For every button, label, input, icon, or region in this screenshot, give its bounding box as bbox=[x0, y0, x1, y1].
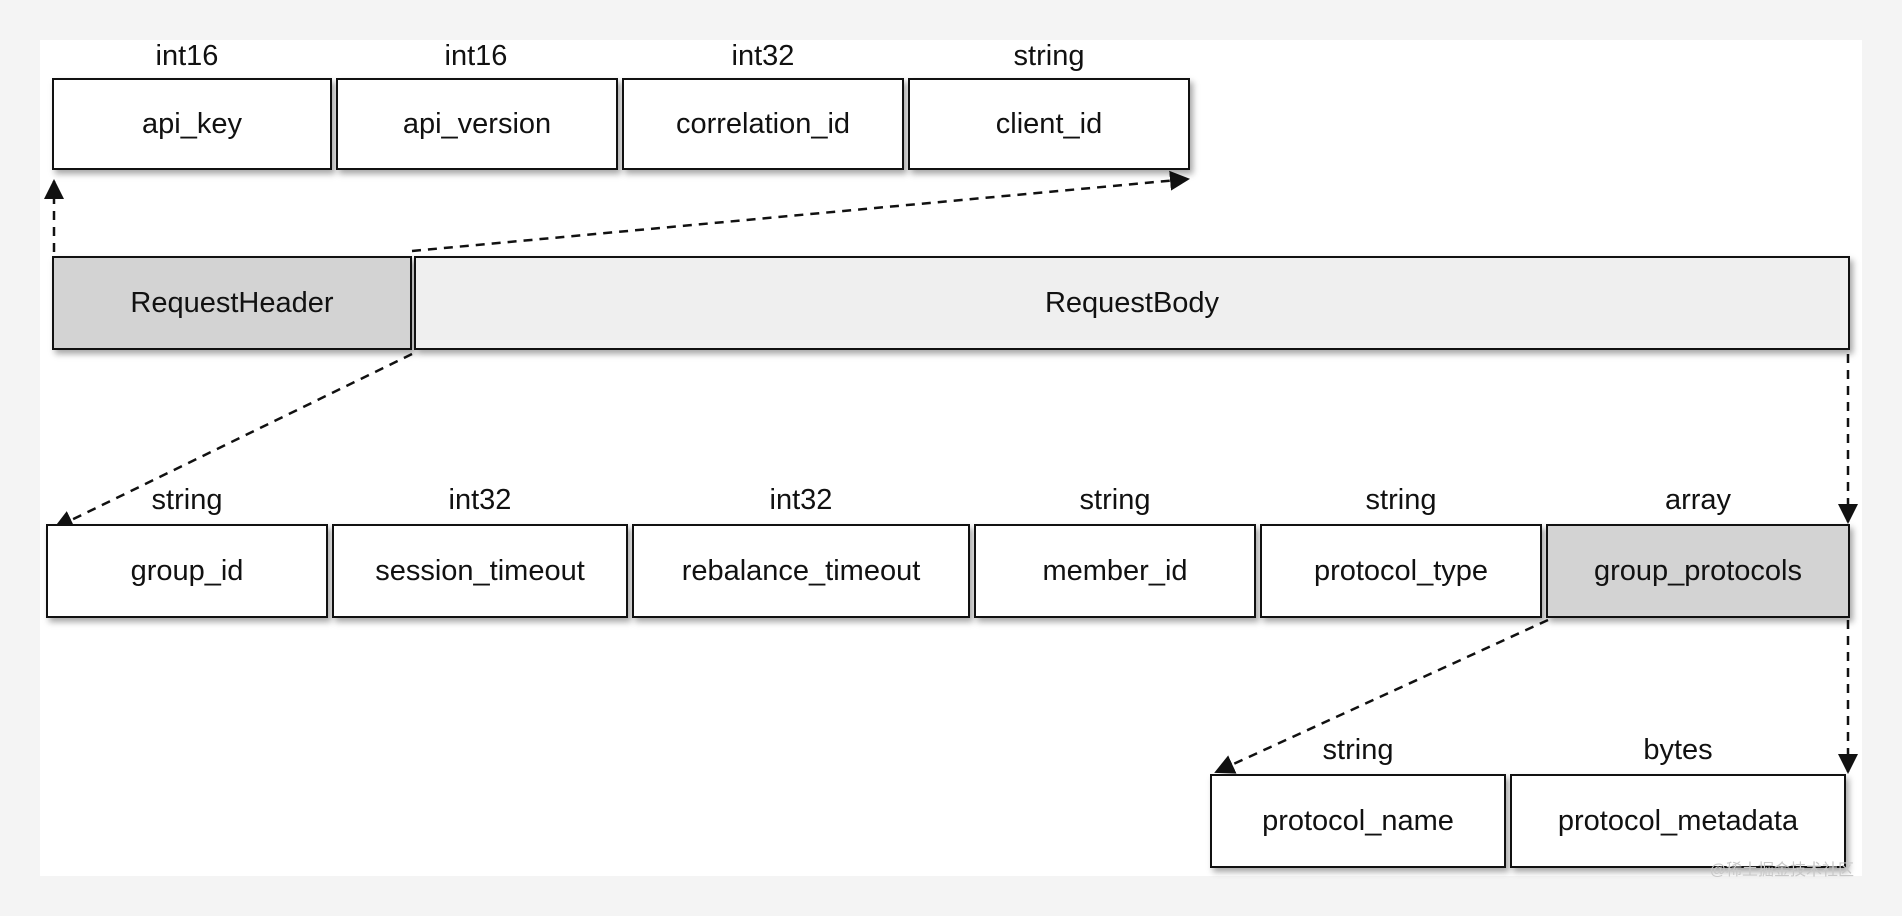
field-protocol-metadata: protocol_metadata bbox=[1510, 774, 1846, 868]
field-client-id: client_id bbox=[908, 78, 1190, 170]
field-group-id: group_id bbox=[46, 524, 328, 618]
type-label: string bbox=[1322, 734, 1394, 766]
field-api-key: api_key bbox=[52, 78, 332, 170]
request-body: RequestBody bbox=[414, 256, 1850, 350]
field-group-protocols: group_protocols bbox=[1546, 524, 1850, 618]
field-rebalance-timeout: rebalance_timeout bbox=[632, 524, 970, 618]
field-protocol-type: protocol_type bbox=[1260, 524, 1542, 618]
arrow-header-right bbox=[411, 170, 1190, 253]
type-label: bytes bbox=[1643, 734, 1713, 766]
field-api-version: api_version bbox=[336, 78, 618, 170]
type-label: string bbox=[1365, 484, 1437, 516]
type-label: string bbox=[151, 484, 223, 516]
type-label: int32 bbox=[769, 484, 833, 516]
arrow-protocols-left bbox=[1214, 618, 1549, 774]
type-label: string bbox=[1013, 40, 1085, 72]
field-protocol-name: protocol_name bbox=[1210, 774, 1506, 868]
type-label: string bbox=[1079, 484, 1151, 516]
diagram-canvas: int16 api_key int16 api_version int32 co… bbox=[40, 40, 1862, 876]
type-label: int16 bbox=[444, 40, 508, 72]
arrow-body-left bbox=[53, 352, 413, 530]
arrows-layer bbox=[44, 170, 1858, 774]
field-session-timeout: session_timeout bbox=[332, 524, 628, 618]
field-member-id: member_id bbox=[974, 524, 1256, 618]
field-correlation-id: correlation_id bbox=[622, 78, 904, 170]
type-label: int16 bbox=[155, 40, 219, 72]
type-label: int32 bbox=[731, 40, 795, 72]
type-label: array bbox=[1664, 484, 1732, 516]
type-label: int32 bbox=[448, 484, 512, 516]
watermark: @稀土掘金技术社区 bbox=[1709, 862, 1854, 879]
request-header: RequestHeader bbox=[52, 256, 412, 350]
